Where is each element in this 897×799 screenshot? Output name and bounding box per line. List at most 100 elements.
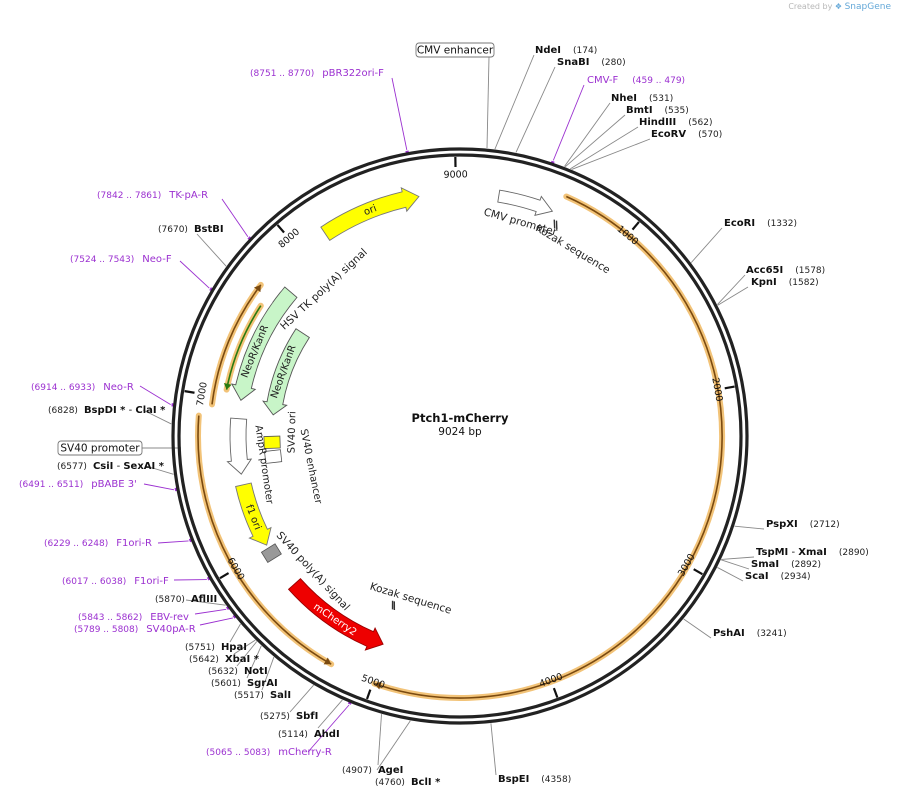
- primer-neof[interactable]: (7524 .. 7543) Neo-F: [70, 254, 172, 265]
- enzyme-separator: -: [125, 405, 135, 416]
- enzyme-site-pspxi[interactable]: PspXI(2712): [766, 519, 840, 530]
- enzyme-site-ndei[interactable]: NdeI(174): [535, 45, 597, 56]
- enzyme-leader-line: [717, 286, 749, 306]
- orf-arc[interactable]: [225, 305, 262, 390]
- enzyme-site-kpni[interactable]: KpnI(1582): [751, 277, 819, 288]
- enzyme-site-sbfi[interactable]: (5275)SbfI: [260, 711, 318, 722]
- svg-text:(5601)SgrAI: (5601)SgrAI: [211, 678, 278, 689]
- cmv-enhancer-label[interactable]: CMV enhancer: [417, 45, 494, 57]
- enzyme-name: SgrAI: [247, 678, 278, 689]
- primer-cmvf[interactable]: CMV-F(459 .. 479): [587, 75, 685, 86]
- enzyme-leader-line: [490, 723, 497, 776]
- primer-pbabe3[interactable]: (6491 .. 6511)pBABE 3': [19, 479, 137, 490]
- enzyme-name: EcoRI: [724, 218, 755, 229]
- enzyme-site-csii[interactable]: (6577)CsiI - SexAI *: [57, 461, 165, 472]
- orf-arc[interactable]: [374, 195, 723, 699]
- enzyme-site-bmti[interactable]: BmtI(535): [626, 105, 689, 116]
- enzyme-leader-line: [720, 559, 750, 570]
- snapgene-brand-name: SnapGene: [844, 2, 891, 12]
- enzyme-site-nhei[interactable]: NheI(531): [611, 93, 673, 104]
- sv40-ori-box[interactable]: [263, 435, 281, 449]
- ori-arrow[interactable]: [320, 187, 420, 242]
- enzyme-site-scai[interactable]: ScaI(2934): [745, 571, 811, 582]
- primer-ebvrev[interactable]: (5843 .. 5862)EBV-rev: [78, 612, 189, 623]
- enzyme-site-acc65i[interactable]: Acc65I(1578): [746, 265, 825, 276]
- primer-leader-line: [157, 540, 189, 544]
- primer-pbr322orif[interactable]: (8751 .. 8770)pBR322ori-F: [250, 68, 384, 79]
- enzyme-site-bstbi[interactable]: (7670)BstBI: [158, 224, 224, 235]
- primer-mcherryr[interactable]: (5065 .. 5083)mCherry-R: [206, 747, 332, 758]
- enzyme-position: (7670): [158, 225, 188, 235]
- enzyme-name: SmaI: [751, 559, 779, 570]
- mcherry2-arrow[interactable]: [287, 578, 384, 651]
- enzyme-site-agei[interactable]: (4907)AgeI: [342, 765, 403, 776]
- tick-mark: [631, 221, 640, 231]
- sv40-enhancer-box[interactable]: [264, 449, 283, 464]
- enzyme-leader-line: [145, 465, 174, 475]
- enzyme-leader-line: [569, 126, 639, 170]
- primer-range: (6229 .. 6248): [44, 539, 108, 549]
- enzyme-leader-line: [233, 639, 256, 655]
- neor-kanr-arrow-inner[interactable]: [262, 328, 310, 416]
- svg-text:TspMI - XmaI(2890): TspMI - XmaI(2890): [756, 547, 869, 558]
- ori-label: ori: [362, 203, 378, 218]
- enzyme-site-bspei[interactable]: BspEI(4358): [498, 774, 571, 785]
- svg-text:(5642)XbaI *: (5642)XbaI *: [189, 654, 260, 665]
- primer-name: Neo-F: [142, 254, 172, 265]
- enzyme-position: (174): [573, 46, 597, 56]
- enzyme-site-bspdi[interactable]: (6828)BspDI * - ClaI *: [48, 405, 166, 416]
- enzyme-leader-line: [690, 227, 723, 263]
- enzyme-site-smai[interactable]: SmaI(2892): [751, 559, 821, 570]
- plasmid-name: Ptch1-mCherry: [412, 411, 509, 425]
- enzyme-leader-line: [261, 656, 275, 691]
- enzyme-leader-line: [721, 556, 755, 560]
- primer-leader-line: [391, 77, 408, 150]
- enzyme-site-ecorv[interactable]: EcoRV(570): [651, 129, 722, 140]
- enzyme-name: Acc65I: [746, 265, 783, 276]
- enzyme-site-sali[interactable]: (5517)SalI: [234, 690, 291, 701]
- backbone-inner-strand: [177, 153, 743, 719]
- ampr-promoter-arrow[interactable]: [226, 417, 253, 475]
- primer-f1orif[interactable]: (6017 .. 6038)F1ori-F: [62, 576, 169, 587]
- sv40-polya-box[interactable]: [260, 543, 282, 563]
- enzyme-site-ahdi[interactable]: (5114)AhdI: [278, 729, 340, 740]
- primer-tkpar[interactable]: (7842 .. 7861)TK-pA-R: [97, 190, 208, 201]
- primer-leader-line: [143, 483, 175, 491]
- primer-f1orir[interactable]: (6229 .. 6248)F1ori-R: [44, 538, 152, 549]
- enzyme-site-hpai[interactable]: (5751)HpaI: [185, 642, 247, 653]
- orf-arc[interactable]: [197, 415, 332, 665]
- tick-mark: [276, 224, 285, 234]
- enzyme-site-ecori[interactable]: EcoRI(1332): [724, 218, 797, 229]
- svg-text:(6577)CsiI - SexAI *: (6577)CsiI - SexAI *: [57, 461, 165, 472]
- enzyme-position: (6828): [48, 406, 78, 416]
- enzyme-leader-line: [185, 599, 226, 606]
- enzyme-site-sgrai[interactable]: (5601)SgrAI: [211, 678, 278, 689]
- enzyme-position: (5275): [260, 712, 290, 722]
- enzyme-site-afliii[interactable]: (5870)AflIII: [155, 594, 217, 605]
- enzyme-site-bcli[interactable]: (4760)BclI *: [375, 777, 441, 788]
- primer-site-mark: [174, 487, 178, 492]
- enzyme-site-noti[interactable]: (5632)NotI: [208, 666, 268, 677]
- f1-ori-arrow[interactable]: [235, 482, 272, 546]
- primer-site-mark: [247, 236, 252, 241]
- svg-text:KpnI(1582): KpnI(1582): [751, 277, 819, 288]
- orf-arc[interactable]: [211, 284, 262, 405]
- primer-range: (7524 .. 7543): [70, 255, 134, 265]
- neor-kanr-arrow-outer[interactable]: [230, 286, 298, 401]
- enzyme-site-tspmi[interactable]: TspMI - XmaI(2890): [756, 547, 869, 558]
- primer-leader-line: [139, 385, 171, 406]
- enzyme-site-xbai[interactable]: (5642)XbaI *: [189, 654, 260, 665]
- enzyme-site-hindiii[interactable]: HindIII(562): [639, 117, 712, 128]
- enzyme-leader-line: [246, 645, 262, 679]
- sv40-promoter-label[interactable]: SV40 promoter: [60, 443, 140, 455]
- enzyme-position: (5114): [278, 730, 308, 740]
- svg-text:BspEI(4358): BspEI(4358): [498, 774, 571, 785]
- svg-text:(7842 .. 7861)TK-pA-R: (7842 .. 7861)TK-pA-R: [97, 190, 208, 201]
- enzyme-site-pshai[interactable]: PshAI(3241): [713, 628, 787, 639]
- primer-name: mCherry-R: [278, 747, 332, 758]
- enzyme-site-snabi[interactable]: SnaBI(280): [557, 57, 626, 68]
- cmv-promoter-arrow[interactable]: [497, 189, 554, 216]
- primer-neor[interactable]: (6914 .. 6933)Neo-R: [31, 382, 134, 393]
- primer-sv40par[interactable]: (5789 .. 5808)SV40pA-R: [74, 624, 196, 635]
